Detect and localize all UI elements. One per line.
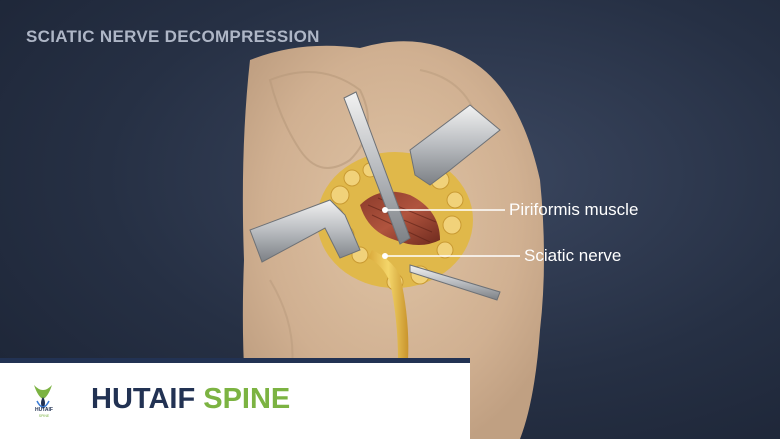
slide-title: SCIATIC NERVE DECOMPRESSION xyxy=(26,27,320,46)
brand-panel: HUTAIF SPINE HUTAIF SPINE xyxy=(0,358,470,439)
pelvis-outline xyxy=(268,71,369,169)
retractor-right xyxy=(409,104,501,186)
brand-name: HUTAIF SPINE xyxy=(91,383,290,416)
retractor-left xyxy=(249,199,361,263)
hutaif-spine-logo-icon xyxy=(34,385,52,409)
logo-subtext: SPINE xyxy=(38,414,50,418)
elevator-tool xyxy=(343,91,411,245)
piriformis-label: Piriformis muscle xyxy=(509,200,639,219)
logo-text: HUTAIF xyxy=(35,407,53,413)
brand-name-part2: SPINE xyxy=(203,383,291,415)
sciatic-nerve-label: Sciatic nerve xyxy=(524,246,622,265)
forceps-tool xyxy=(409,264,501,301)
brand-name-part1: HUTAIF xyxy=(91,383,196,415)
